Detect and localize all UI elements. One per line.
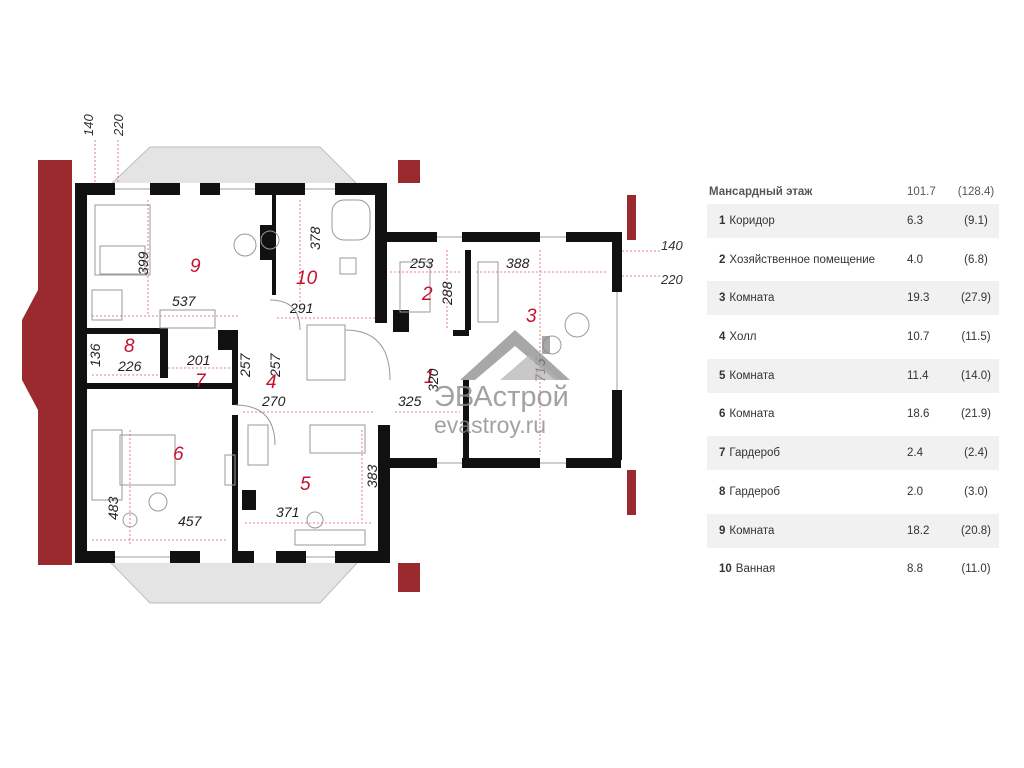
outer-walls: [75, 183, 622, 563]
dim-label: 457: [178, 513, 203, 529]
dim-label: 257: [267, 352, 283, 378]
dim-label: 383: [364, 464, 380, 488]
dim-label: 388: [506, 255, 530, 271]
room-label-2: 2: [421, 284, 433, 305]
dimension-lines: [92, 140, 660, 545]
dim-label: 325: [398, 393, 422, 409]
dim-label: 378: [307, 226, 323, 250]
dim-label: 537: [172, 293, 197, 309]
floor-plan: 9 10 2 3 8 7 4 1 6 5 140 220 140 220 537…: [22, 114, 683, 604]
legend-title: Мансардный этаж: [709, 186, 813, 198]
legend-area: 101.7: [907, 186, 936, 198]
dim-label: 220: [660, 272, 683, 287]
dim-label: 226: [117, 358, 142, 374]
dim-label: 320: [425, 368, 441, 392]
room-label-7: 7: [195, 371, 207, 392]
dim-label: 136: [87, 343, 103, 367]
legend-total: (128.4): [957, 186, 995, 198]
room-label-6: 6: [173, 444, 184, 465]
dim-label: 140: [661, 238, 683, 253]
dim-label: 399: [135, 251, 151, 275]
dim-label: 483: [105, 496, 121, 520]
dim-label: 253: [409, 255, 434, 271]
watermark-brand: ЭВАстрой: [434, 381, 569, 413]
window-lines: [115, 188, 618, 558]
dim-label: 201: [186, 352, 210, 368]
room-label-1: 1: [424, 367, 435, 388]
dim-label: 140: [81, 114, 96, 136]
room-label-3: 3: [526, 306, 537, 327]
dim-label: 288: [439, 281, 455, 306]
watermark-site: evastroy.ru: [434, 412, 547, 438]
house-logo-icon: [460, 330, 570, 380]
dim-label: 291: [289, 300, 313, 316]
room-label-4: 4: [266, 372, 277, 393]
dim-label: 270: [261, 393, 286, 409]
furniture: [91, 199, 590, 546]
room-label-5: 5: [300, 474, 311, 495]
dim-label: 371: [276, 504, 299, 520]
watermark: ЭВАстрой evastroy.ru: [430, 322, 600, 438]
legend-header: Мансардный этаж 101.7 (128.4): [707, 180, 999, 204]
room-label-10: 10: [296, 268, 318, 289]
dim-label: 257: [237, 352, 253, 378]
room-label-9: 9: [190, 256, 201, 277]
room-label-8: 8: [124, 336, 135, 357]
dim-label: 220: [111, 114, 126, 137]
